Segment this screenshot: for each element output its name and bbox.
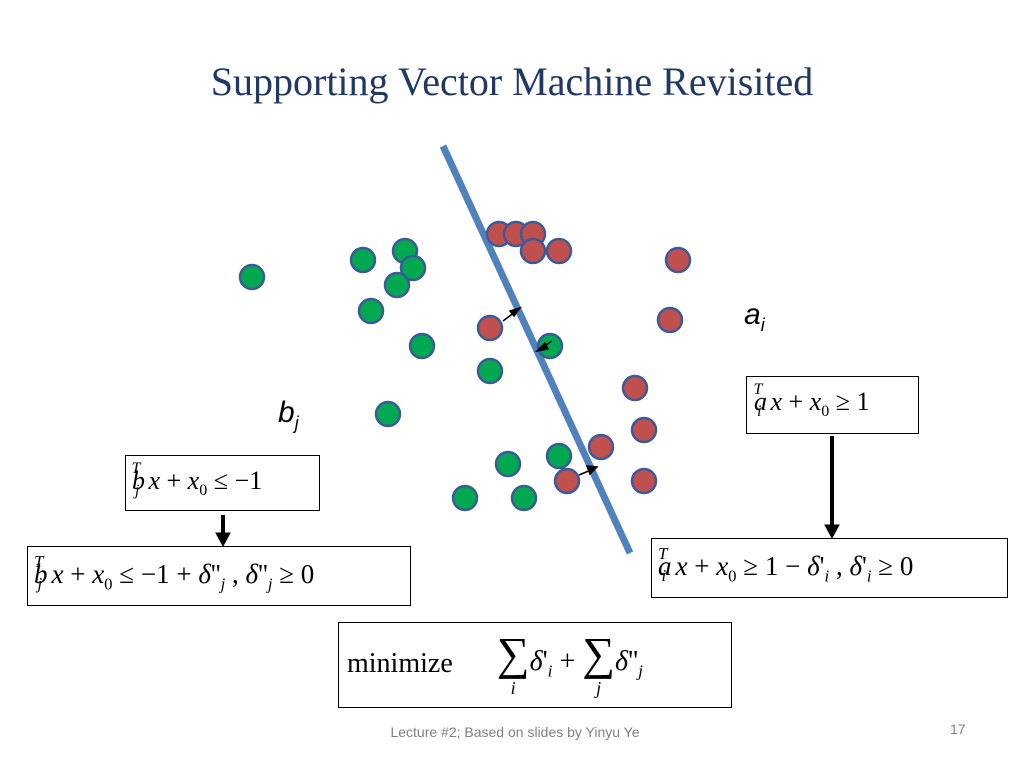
red-point: [553, 467, 581, 495]
green-point: [408, 332, 436, 360]
red-point: [630, 467, 658, 495]
green-point: [545, 442, 573, 470]
green-point: [451, 484, 479, 512]
label-b-j: bj: [278, 396, 299, 433]
green-point: [399, 254, 427, 282]
red-point: [664, 246, 692, 274]
red-point: [519, 237, 547, 265]
green-point: [374, 400, 402, 428]
green-point: [383, 271, 411, 299]
green-point: [476, 357, 504, 385]
green-point: [238, 263, 266, 291]
green-points: [238, 237, 573, 512]
green-point: [510, 484, 538, 512]
separating-line: [439, 144, 634, 555]
slide-title: Supporting Vector Machine Revisited: [210, 59, 814, 104]
green-point: [536, 332, 564, 360]
footer-text: Lecture #2; Based on slides by Yinyu Ye: [390, 724, 640, 740]
box-arrows: [215, 436, 840, 548]
red-point: [656, 306, 684, 334]
page-number: 17: [950, 721, 966, 737]
label-a-i: ai: [744, 298, 765, 335]
red-point: [545, 237, 573, 265]
green-point: [357, 297, 385, 325]
red-point: [476, 314, 504, 342]
red-point: [587, 433, 615, 461]
green-point: [494, 450, 522, 478]
red-point: [630, 416, 658, 444]
green-point: [349, 246, 377, 274]
slack-arrows: [502, 306, 599, 476]
red-point: [621, 374, 649, 402]
red-points: [476, 220, 692, 495]
